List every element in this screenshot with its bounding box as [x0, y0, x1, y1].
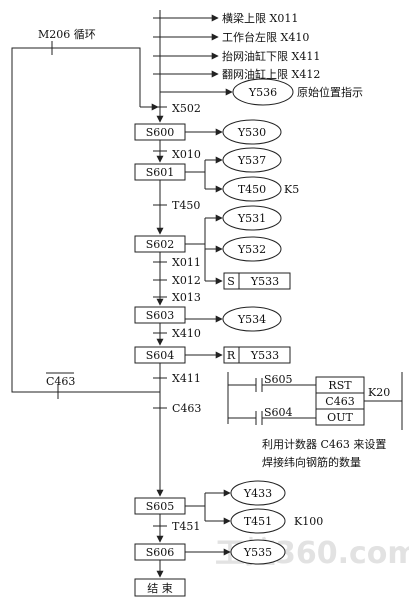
svg-text:S: S	[227, 275, 235, 288]
svg-text:原始位置指示: 原始位置指示	[297, 85, 363, 99]
svg-text:Y533: Y533	[250, 349, 279, 362]
svg-text:工作台左限 X410: 工作台左限 X410	[222, 30, 309, 44]
transition-t450: T450	[172, 199, 200, 212]
svg-text:C463: C463	[325, 395, 354, 408]
transition-x013: X013	[172, 291, 201, 304]
svg-text:Y533: Y533	[250, 275, 279, 288]
counter-block: S605 S604 RST C463 OUT K20 利用计数器 C463 来设…	[227, 372, 403, 469]
svg-text:S606: S606	[146, 546, 175, 559]
svg-text:翻网油缸上限 X412: 翻网油缸上限 X412	[222, 67, 320, 81]
svg-text:K20: K20	[368, 386, 390, 399]
svg-text:S604: S604	[264, 406, 293, 419]
transition-x411: X411	[172, 372, 201, 385]
svg-text:S604: S604	[146, 349, 175, 362]
loop-return: M206 循环 C463	[11, 28, 160, 399]
transition-x012: X012	[172, 274, 201, 287]
transition-c463: C463	[172, 402, 201, 415]
svg-text:K5: K5	[284, 183, 299, 196]
svg-text:T450: T450	[238, 183, 266, 196]
svg-text:Y535: Y535	[243, 546, 272, 559]
step-s603: S603 Y534	[134, 306, 282, 332]
input-x011: 横梁上限 X011	[153, 11, 298, 25]
transition-x502: X502	[172, 102, 201, 115]
svg-text:S605: S605	[146, 500, 175, 513]
svg-text:Y530: Y530	[237, 126, 266, 139]
svg-text:S602: S602	[146, 238, 175, 251]
step-s605: S605 Y433 T451 K100	[134, 480, 323, 534]
svg-text:Y531: Y531	[237, 212, 266, 225]
loop-return-label: C463	[46, 375, 75, 388]
svg-text:利用计数器 C463 来设置: 利用计数器 C463 来设置	[262, 438, 386, 451]
transition-t451: T451	[172, 520, 200, 533]
svg-text:抬网油缸下限 X411: 抬网油缸下限 X411	[222, 49, 320, 63]
transition-x011: X011	[172, 256, 201, 269]
loop-contact-label: M206 循环	[38, 28, 96, 41]
svg-text:Y536: Y536	[248, 86, 277, 99]
step-s604: S604 R Y533	[134, 346, 291, 364]
svg-text:OUT: OUT	[327, 411, 353, 424]
svg-text:R: R	[227, 349, 236, 362]
end-block: 结 束	[134, 578, 186, 597]
transition-x010: X010	[172, 148, 201, 161]
origin-output: Y536 原始位置指示	[160, 78, 363, 106]
step-s602: S602 Y531 Y532 S Y533	[134, 205, 291, 290]
input-x411: 抬网油缸下限 X411	[153, 49, 320, 63]
svg-text:结 束: 结 束	[147, 582, 173, 595]
step-s606: S606 Y535	[134, 539, 286, 565]
svg-text:S600: S600	[146, 126, 175, 139]
svg-text:Y433: Y433	[243, 487, 272, 500]
step-s600: S600 Y530	[134, 119, 282, 145]
transition-x410: X410	[172, 327, 201, 340]
input-x410: 工作台左限 X410	[153, 30, 309, 44]
svg-text:RST: RST	[328, 379, 352, 392]
svg-text:Y534: Y534	[237, 313, 266, 326]
svg-text:Y532: Y532	[237, 243, 266, 256]
svg-text:T451: T451	[244, 515, 272, 528]
svg-text:焊接纬向钢筋的数量: 焊接纬向钢筋的数量	[262, 455, 361, 469]
svg-text:横梁上限 X011: 横梁上限 X011	[222, 11, 298, 25]
svg-text:S605: S605	[264, 373, 293, 386]
step-s601: S601 Y537 T450 K5	[134, 147, 299, 202]
svg-text:S601: S601	[146, 166, 175, 179]
svg-text:K100: K100	[294, 515, 323, 528]
svg-text:S603: S603	[146, 309, 175, 322]
svg-text:Y537: Y537	[237, 154, 266, 167]
input-x412: 翻网油缸上限 X412	[153, 67, 320, 81]
